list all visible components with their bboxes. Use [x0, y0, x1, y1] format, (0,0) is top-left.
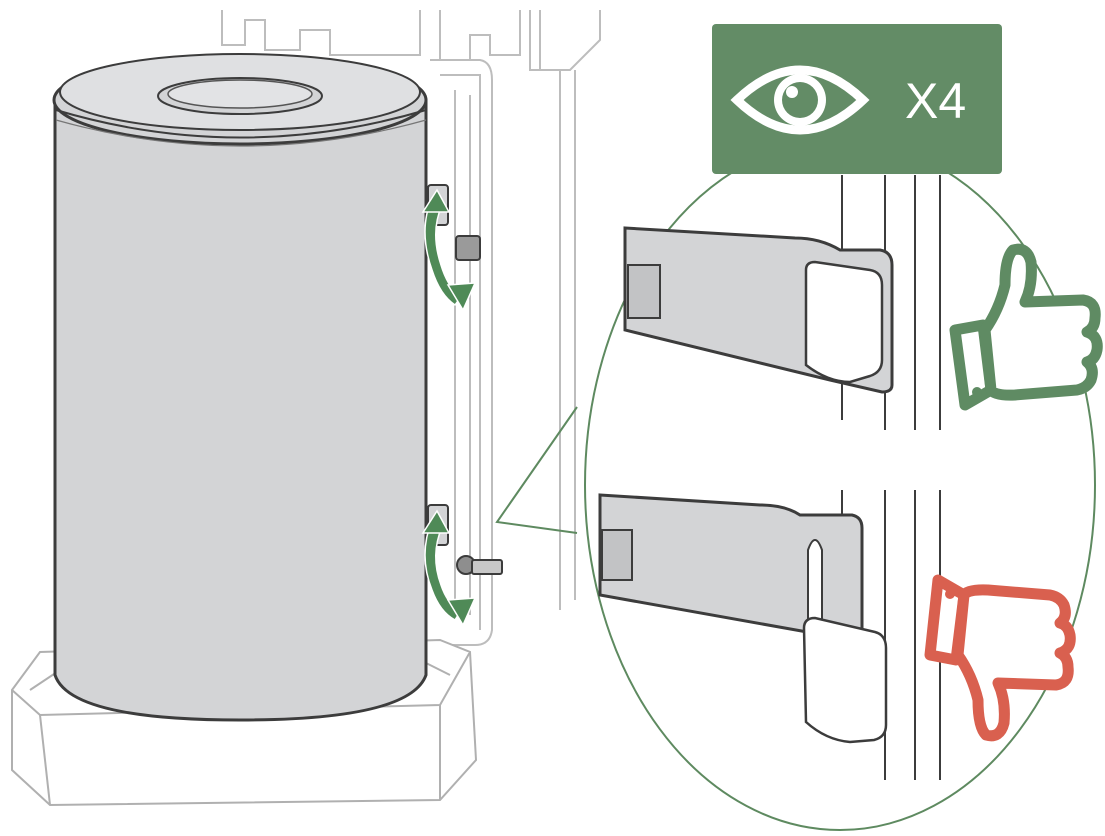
cylinder-tank — [52, 53, 428, 722]
thumbs-down-icon — [924, 574, 1076, 742]
detail-incorrect-clip — [598, 490, 941, 780]
detail-correct-clip — [623, 175, 941, 430]
upper-rotate-arrow — [421, 188, 477, 312]
lower-clip — [427, 504, 503, 575]
eye-icon — [730, 65, 870, 135]
lower-rotate-arrow — [421, 509, 477, 627]
background-frame — [221, 10, 601, 646]
inspect-count-label: X4 — [905, 73, 966, 129]
inspect-badge: X4 — [712, 24, 1002, 174]
thumbs-up-icon — [949, 243, 1103, 411]
